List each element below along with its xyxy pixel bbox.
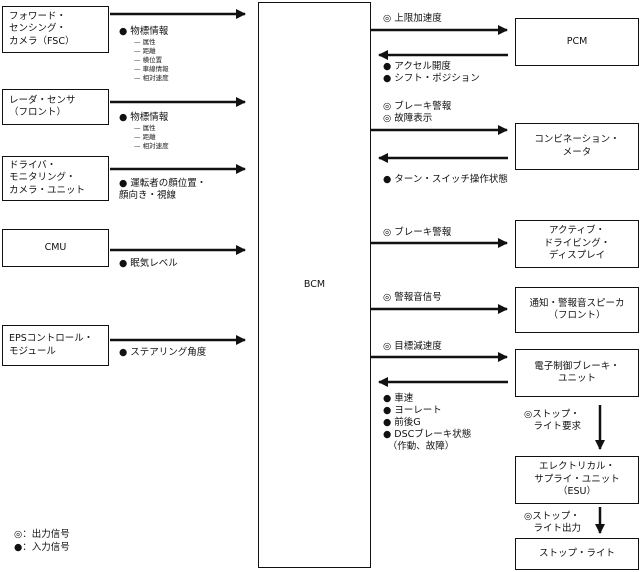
meter-input-signal: ● ターン・スイッチ操作状態 bbox=[383, 174, 508, 185]
meter-box: コンビネーション・ メータ bbox=[515, 123, 639, 170]
brake-label: 電子制御ブレーキ・ ユニット bbox=[534, 360, 620, 384]
meter-label: コンビネーション・ メータ bbox=[534, 134, 620, 158]
speaker-label: 通知・警報音スピーカ （フロント） bbox=[529, 297, 625, 321]
fsc-box: フォワード・ センシング・ カメラ（FSC） bbox=[2, 6, 109, 53]
eps-box: EPSコントロール・ モジュール bbox=[2, 325, 109, 366]
brake-output-signal: ◎ 目標減速度 bbox=[383, 341, 442, 352]
meter-output-signals: ◎ ブレーキ警報 ◎ 故障表示 bbox=[383, 101, 452, 124]
dmc-label: ドライバ・ モニタリング・ カメラ・ユニット bbox=[9, 159, 86, 196]
eps-signal: ● ステアリング角度 bbox=[119, 347, 207, 358]
stop-light-request-signal: ◎ストップ・ ライト要求 bbox=[524, 409, 582, 432]
eps-label: EPSコントロール・ モジュール bbox=[9, 333, 94, 357]
bcm-box: BCM bbox=[258, 2, 371, 568]
pcm-label: PCM bbox=[566, 35, 588, 47]
radar-label: レーダ・センサ （フロント） bbox=[9, 94, 76, 118]
fsc-signal-subitems: — 属性 — 距離 — 横位置 — 車線情報 — 相対速度 bbox=[134, 38, 169, 83]
adisplay-output-signal: ◎ ブレーキ警報 bbox=[383, 227, 452, 238]
legend-input: ●：入力信号 bbox=[14, 542, 70, 553]
fsc-signal: ● 物標情報 bbox=[119, 26, 169, 37]
dmc-box: ドライバ・ モニタリング・ カメラ・ユニット bbox=[2, 156, 109, 201]
brake-box: 電子制御ブレーキ・ ユニット bbox=[515, 349, 639, 397]
fsc-label: フォワード・ センシング・ カメラ（FSC） bbox=[9, 10, 75, 47]
cmu-box: CMU bbox=[2, 229, 109, 267]
cmu-label: CMU bbox=[44, 241, 67, 253]
adisplay-box: アクティブ・ ドライビング・ ディスプレイ bbox=[515, 220, 639, 268]
pcm-input-signals: ● アクセル開度 ● シフト・ポジション bbox=[383, 61, 480, 84]
esu-label: エレクトリカル・ サプライ・ユニット （ESU） bbox=[534, 461, 620, 498]
adisplay-label: アクティブ・ ドライビング・ ディスプレイ bbox=[543, 225, 611, 262]
radar-signal: ● 物標情報 bbox=[119, 112, 169, 123]
radar-signal-subitems: — 属性 — 距離 — 相対速度 bbox=[134, 124, 169, 151]
stoplight-label: ストップ・ライト bbox=[538, 547, 615, 559]
radar-box: レーダ・センサ （フロント） bbox=[2, 89, 109, 125]
pcm-output-signal: ◎ 上限加速度 bbox=[383, 13, 442, 24]
dmc-signal: ● 運転者の顔位置・ 顔向き・視線 bbox=[119, 178, 207, 201]
stoplight-box: ストップ・ライト bbox=[515, 538, 639, 570]
speaker-output-signal: ◎ 警報音信号 bbox=[383, 292, 442, 303]
speaker-box: 通知・警報音スピーカ （フロント） bbox=[515, 287, 639, 333]
legend-output: ◎：出力信号 bbox=[14, 529, 70, 540]
esu-box: エレクトリカル・ サプライ・ユニット （ESU） bbox=[515, 456, 639, 504]
brake-input-signals: ● 車速 ● ヨーレート ● 前後G ● DSCブレーキ状態 （作動、故障） bbox=[383, 393, 472, 452]
bcm-label: BCM bbox=[303, 278, 326, 290]
cmu-signal: ● 眠気レベル bbox=[119, 258, 178, 269]
stop-light-output-signal: ◎ストップ・ ライト出力 bbox=[524, 511, 582, 534]
pcm-box: PCM bbox=[515, 18, 639, 66]
